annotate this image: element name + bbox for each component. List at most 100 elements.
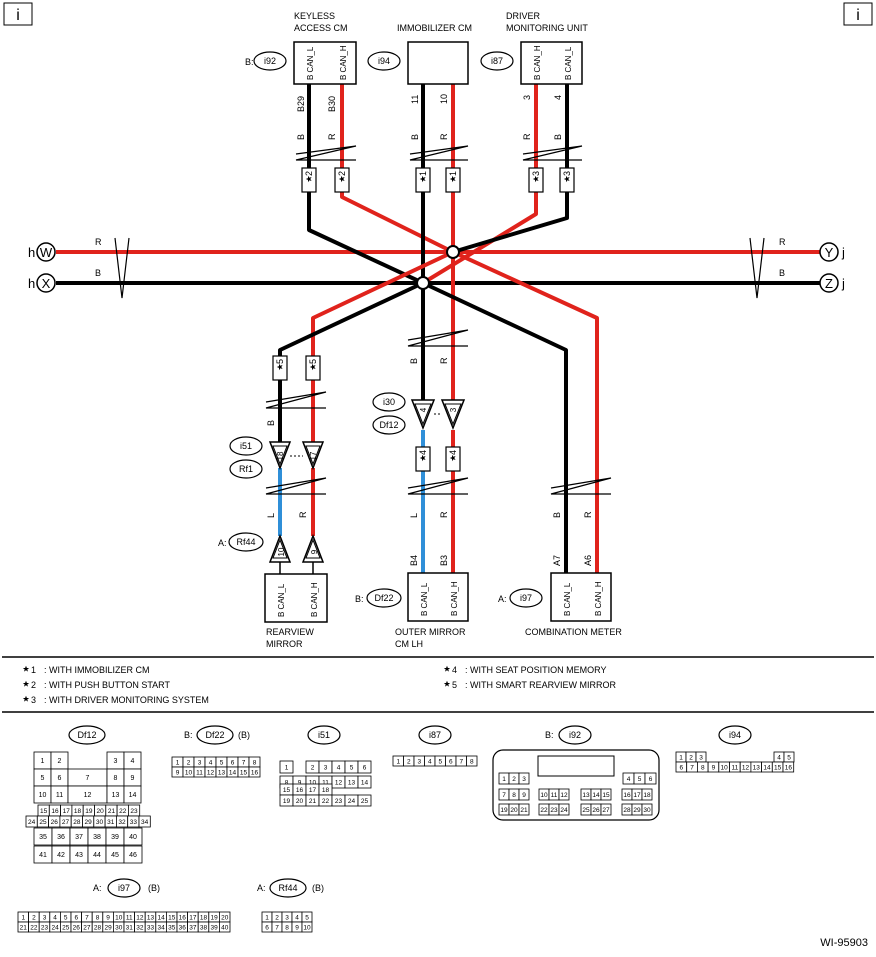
rf44-pin: 5 — [305, 915, 309, 922]
rearview-mid-left: 18 — [276, 451, 285, 460]
i97-pin: 37 — [189, 925, 197, 932]
i92-cell — [558, 803, 570, 816]
i97-pin: 14 — [157, 915, 165, 922]
rf44-prefix: A: — [257, 883, 266, 893]
i97-pin: 20 — [221, 915, 229, 922]
connector-view-labels: Df12 B: Df22 (B) i51 i87 B: i92 i94 A: i… — [68, 725, 752, 898]
i97-pin: 26 — [73, 925, 81, 932]
df12-pin: 33 — [130, 819, 138, 826]
df12-pin: 30 — [96, 819, 104, 826]
wire-keyless-canl — [307, 84, 424, 285]
bus-x-right-node: Z — [825, 276, 833, 291]
i92-pin: 27 — [602, 807, 610, 814]
keyless-pin-left: B CAN_L — [306, 46, 315, 80]
i92-pin: 9 — [522, 792, 526, 799]
bus-w-color-right: R — [779, 237, 786, 247]
df12-pin: 20 — [97, 808, 105, 815]
keyless-connector: i92 — [264, 56, 276, 66]
df12-pin: 23 — [130, 808, 138, 815]
rearview-mid-conn-1: i51 — [240, 441, 252, 451]
i94-pin: 6 — [680, 765, 684, 772]
i92-pin: 24 — [560, 807, 568, 814]
keyless-color-right: R — [327, 133, 337, 140]
i92-pin: 10 — [540, 792, 548, 799]
i92-pin: 1 — [502, 776, 506, 783]
i97-pin: 24 — [51, 925, 59, 932]
bus-x-color-right: B — [779, 268, 785, 278]
df12-pin: 4 — [131, 758, 135, 765]
wire-combination-canh — [452, 250, 599, 573]
note-5-mark: 5 — [452, 680, 457, 690]
i87-pin: 5 — [438, 759, 442, 766]
wire-group — [56, 84, 820, 573]
i92-pin: 16 — [623, 792, 631, 799]
combination-meter-branch: B R A7 A6 B CAN_L B CAN_H A: i97 COMBINA… — [498, 477, 622, 637]
i92-pin: 30 — [643, 807, 651, 814]
df12-pin: 29 — [85, 819, 93, 826]
i92-pin: 19 — [500, 807, 508, 814]
i94-pin: 13 — [753, 765, 761, 772]
df22-pin: 16 — [251, 770, 259, 777]
note-1-mark: 1 — [31, 665, 36, 675]
wire-rearview-canh — [311, 250, 454, 448]
df12-pin: 42 — [57, 852, 65, 859]
bus-end-nodes: h W h X Y j Z j R B R B — [28, 237, 845, 299]
dmu-pinnum-left: 3 — [522, 95, 532, 100]
i92-cell — [558, 788, 570, 801]
outer-star-left: 4 — [418, 450, 428, 455]
df12-pin: 38 — [93, 834, 101, 841]
df12-pin: 40 — [129, 834, 137, 841]
combination-prefix: A: — [498, 594, 507, 604]
df12-pin: 28 — [73, 819, 81, 826]
rearview-connector: Rf44 — [236, 537, 255, 547]
i87-label: i87 — [429, 730, 441, 740]
i87-pin: 6 — [449, 759, 453, 766]
df12-pin: 5 — [41, 775, 45, 782]
immobilizer-pinnum-right: 10 — [439, 94, 449, 104]
df12-pin: 46 — [129, 852, 137, 859]
wire-dmu-canh — [421, 84, 538, 285]
outer-upper-color-left: B — [409, 358, 419, 364]
df12-pin: 44 — [93, 852, 101, 859]
i97-pin: 1 — [21, 915, 25, 922]
i94-pin: 14 — [763, 765, 771, 772]
df22-pin: 7 — [242, 760, 246, 767]
rf44-cell — [301, 921, 313, 933]
i94-pin: 1 — [679, 755, 683, 762]
i51-pin: 5 — [350, 765, 354, 772]
i97-pin: 28 — [94, 925, 102, 932]
corner-mark-right-text: i — [856, 7, 860, 24]
i94-pin: 5 — [787, 755, 791, 762]
i87-cell — [466, 755, 478, 767]
df12-pin: 31 — [107, 819, 115, 826]
bus-x-right-letter: j — [841, 276, 845, 291]
df22-pin: 5 — [220, 760, 224, 767]
keyless-star-left: 2 — [304, 171, 314, 176]
i51-pin: 18 — [322, 787, 330, 794]
i92-pin: 26 — [592, 807, 600, 814]
driver-monitoring-unit: DRIVER MONITORING UNIT i87 B CAN_H B CAN… — [480, 11, 588, 193]
combination-pinnum-left: A7 — [552, 555, 562, 566]
df12-pin: 39 — [111, 834, 119, 841]
df12-pin: 32 — [118, 819, 126, 826]
bus-w-left-node: W — [40, 245, 53, 260]
i92-pin: 18 — [643, 792, 651, 799]
i51-pin: 17 — [309, 787, 317, 794]
rearview-title-2: MIRROR — [266, 639, 303, 649]
rf44-pin: 1 — [265, 915, 269, 922]
keyless-star-right: 2 — [337, 171, 347, 176]
splice-node-red — [446, 245, 460, 259]
i51-pin: 11 — [322, 780, 329, 787]
df12-cell — [123, 845, 143, 864]
i92-label: i92 — [569, 730, 581, 740]
keyless-pinnum-left: B29 — [296, 96, 306, 112]
df22-prefix: B: — [184, 730, 193, 740]
i92-pin: 21 — [520, 807, 528, 814]
df12-pin: 11 — [56, 792, 63, 799]
i92-pin: 25 — [582, 807, 590, 814]
i97-pin: 11 — [126, 915, 133, 922]
df12-pin: 13 — [112, 792, 120, 799]
rearview-prefix: A: — [218, 538, 227, 548]
combination-pin-right: B CAN_H — [594, 581, 603, 616]
i51-pin: 24 — [348, 798, 356, 805]
